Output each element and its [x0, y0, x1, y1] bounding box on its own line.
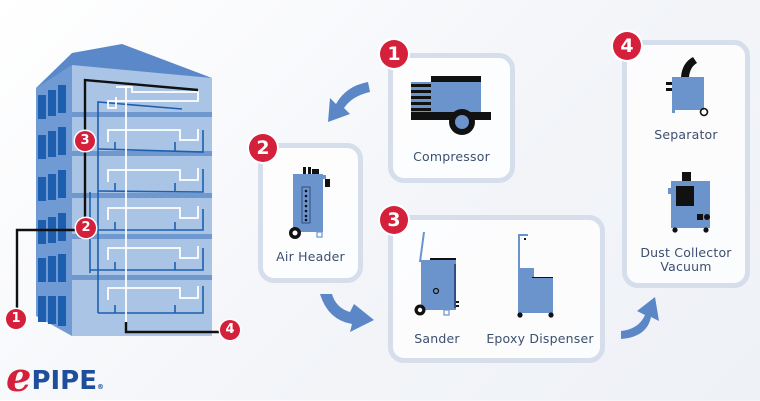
sander-icon: [414, 232, 459, 316]
floor-dividers: [72, 112, 212, 280]
feed-lines: [15, 78, 222, 334]
building-marker-2: 2: [76, 218, 96, 238]
compressor-label: Compressor: [413, 149, 490, 164]
vacuum-pipes: [107, 86, 199, 322]
logo-e: e: [6, 354, 32, 401]
air-header-icon: [289, 167, 330, 239]
air-header-label: Air Header: [276, 249, 345, 264]
logo-registered-mark: ®: [97, 383, 104, 391]
step-4-badge: 4: [613, 32, 641, 60]
sander-label: Sander: [414, 331, 460, 346]
separator-icon: [666, 57, 709, 117]
compressor-icon: [411, 76, 491, 135]
arrow-air-header-to-tools: [320, 294, 374, 332]
arrow-compressor-to-air-header: [328, 82, 370, 122]
arrow-tools-to-collection: [621, 297, 659, 339]
dust-collector-label-line-2: Vacuum: [660, 259, 712, 274]
dust-collector-label: Dust Collector Vacuum: [622, 246, 750, 274]
epoxy-dispenser-icon: [517, 234, 554, 318]
dust-collector-icon: [668, 172, 710, 233]
building-front-facade: [72, 65, 212, 336]
building-marker-1: 1: [6, 309, 26, 329]
dust-collector-label-line-1: Dust Collector: [640, 245, 732, 260]
logo-pipe: PIPE: [31, 366, 97, 396]
step-1-badge: 1: [380, 40, 408, 68]
epipe-logo: ePIPE®: [6, 352, 104, 401]
building-marker-3: 3: [75, 131, 95, 151]
building-illustration: [15, 44, 222, 336]
step-3-badge: 3: [380, 206, 408, 234]
step-2-badge: 2: [249, 134, 277, 162]
separator-label: Separator: [654, 127, 718, 142]
epoxy-dispenser-label: Epoxy Dispenser: [486, 331, 594, 346]
building-marker-4: 4: [220, 320, 240, 340]
